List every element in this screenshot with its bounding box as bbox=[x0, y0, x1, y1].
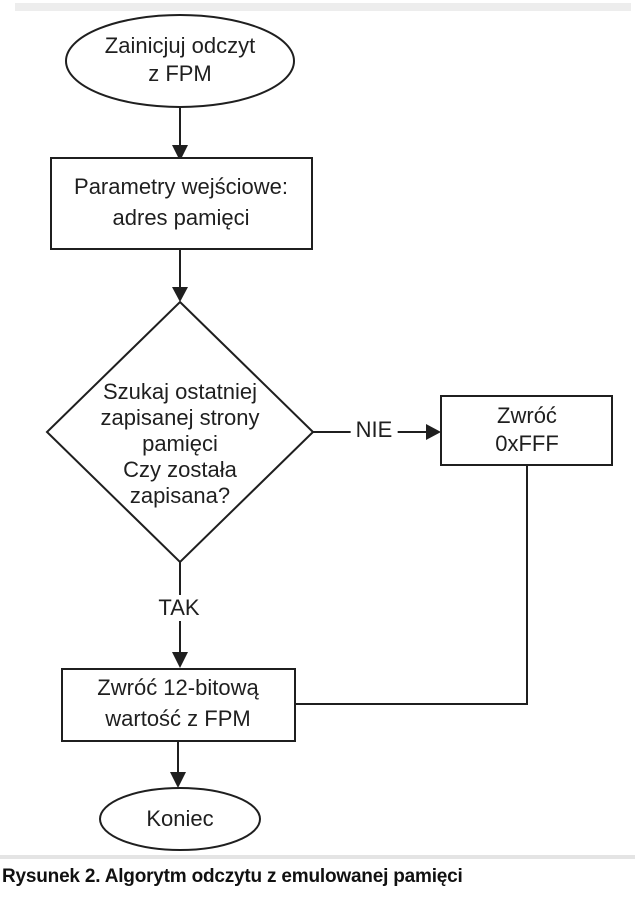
start-terminator-shape bbox=[65, 14, 295, 108]
top-edge-strip bbox=[15, 3, 631, 11]
arrowhead-start-to-params bbox=[172, 145, 188, 161]
end-terminator-shape bbox=[99, 787, 261, 851]
figure-caption: Rysunek 2. Algorytm odczytu z emulowanej… bbox=[2, 866, 463, 887]
branch-yes-label: TAK bbox=[153, 595, 205, 621]
arrowhead-params-to-decision bbox=[172, 287, 188, 302]
flowchart-canvas bbox=[0, 3, 635, 859]
bottom-edge-strip bbox=[0, 855, 635, 859]
return-fff-shape bbox=[440, 395, 613, 466]
edge-fff-to-return bbox=[295, 465, 528, 705]
return-12bit-shape bbox=[61, 668, 296, 742]
arrowhead-decision-yes bbox=[172, 652, 188, 668]
arrowhead-decision-no bbox=[426, 424, 441, 440]
decision-diamond-shape bbox=[45, 300, 315, 564]
arrowhead-return-to-end bbox=[170, 772, 186, 788]
input-params-shape bbox=[50, 157, 313, 250]
branch-no-label: NIE bbox=[350, 417, 398, 443]
